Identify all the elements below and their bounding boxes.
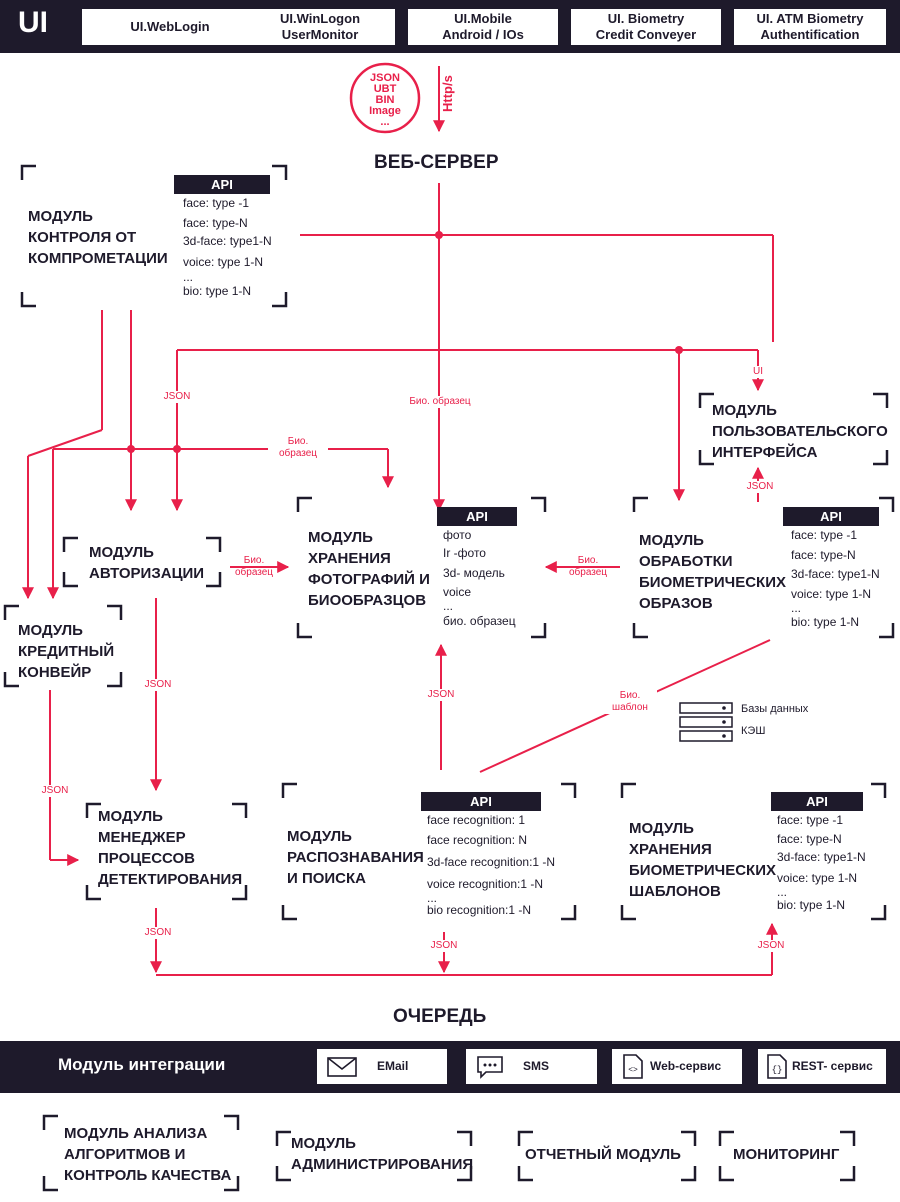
edge-label-json: JSON: [424, 940, 464, 952]
compromise-module-title: МОДУЛЬ КОНТРОЛЯ ОТ КОМПРОМЕТАЦИИ: [28, 208, 168, 267]
client-mobile: UI.Mobile Android / IOs: [408, 9, 558, 45]
quality-module-title: МОДУЛЬ АНАЛИЗА АЛГОРИТМОВ И КОНТРОЛЬ КАЧ…: [64, 1125, 232, 1184]
auth-module-title: МОДУЛЬ АВТОРИЗАЦИИ: [89, 544, 205, 582]
compromise-api-item: face: type -1: [183, 196, 250, 210]
channel-rest-service[interactable]: {} REST- сервис: [758, 1049, 886, 1084]
channel-label: Web-сервис: [650, 1059, 722, 1073]
edge-label-json: JSON: [421, 689, 461, 701]
edge-label-bio-template: Био. шаблон: [603, 690, 657, 714]
integration-title: Модуль интеграции: [58, 1055, 226, 1074]
templates-api-item: ...: [777, 885, 788, 899]
recognition-api-item: face recognition: N: [427, 833, 528, 847]
templates-api-item: 3d-face: type1-N: [777, 850, 866, 864]
client-weblogin: UI.WebLogin: [82, 9, 258, 45]
processing-api-item: face: type -1: [791, 528, 858, 542]
channel-label: REST- сервис: [792, 1059, 873, 1073]
channel-sms[interactable]: SMS: [466, 1049, 597, 1084]
channel-label: EMail: [377, 1059, 409, 1073]
web-server-title: ВЕБ-СЕРВЕР: [374, 152, 499, 173]
edge-label-json: JSON: [138, 679, 178, 691]
storage-api-item: 3d- модель: [443, 566, 505, 580]
channel-email[interactable]: EMail: [317, 1049, 447, 1084]
edge-label-json: JSON: [150, 391, 204, 403]
storage-module-title: МОДУЛЬ ХРАНЕНИЯ ФОТОГРАФИЙ И БИООБРАЗЦОВ: [308, 529, 430, 609]
integration-bar: Модуль интеграции EMail SMS <> Web-серви…: [0, 1041, 900, 1093]
transport-protocol: Http/s: [440, 75, 455, 112]
edge-label-bio-sample: Био. образец: [268, 436, 328, 460]
storage-api-item: voice: [443, 585, 472, 599]
storage-api-item: ...: [443, 599, 454, 613]
processing-api-item: ...: [791, 601, 802, 615]
client-bar: UI UI.WebLogin UI.WinLogon UserMonitor U…: [0, 0, 900, 53]
transport-formats: JSON UBT BIN Image ...: [369, 72, 401, 128]
email-icon: [327, 1057, 357, 1077]
templates-api-item: face: type-N: [777, 832, 842, 846]
edge-label-json: JSON: [138, 927, 178, 939]
manager-module-title: МОДУЛЬ МЕНЕДЖЕР ПРОЦЕССОВ ДЕТЕКТИРОВАНИЯ: [98, 808, 243, 888]
compromise-api-item: face: type-N: [183, 216, 248, 230]
channel-label: SMS: [523, 1059, 550, 1073]
processing-api-item: face: type-N: [791, 548, 856, 562]
edge-label-json: JSON: [740, 481, 780, 493]
processing-api-header: API: [783, 507, 879, 526]
compromise-api-item: 3d-face: type1-N: [183, 234, 272, 248]
edge-label-json: JSON: [751, 940, 791, 952]
edge-label-bio-sample: Био. образец: [234, 555, 274, 578]
database-icon: [679, 702, 733, 742]
recognition-api-item: face recognition: 1: [427, 813, 526, 827]
edge-label-bio-sample: Био. образец: [400, 396, 480, 408]
braces-icon: {}: [767, 1054, 787, 1079]
compromise-api-item: bio: type 1-N: [183, 284, 252, 298]
admin-module-title: МОДУЛЬ АДМИНИСТРИРОВАНИЯ: [291, 1135, 474, 1173]
svg-text:<>: <>: [628, 1066, 638, 1075]
edge-label-bio-sample: Био. образец: [568, 555, 608, 578]
ui-logo: UI: [18, 6, 48, 39]
edge-label-ui: UI: [744, 366, 772, 378]
storage-api-item: био. образец: [443, 614, 516, 628]
storage-api-item: Ir -фото: [443, 546, 486, 560]
compromise-api-item: ...: [183, 270, 194, 284]
channel-web-service[interactable]: <> Web-сервис: [612, 1049, 742, 1084]
templates-api-item: face: type -1: [777, 813, 844, 827]
recognition-api-header: API: [421, 792, 541, 811]
recognition-api-item: voice recognition:1 -N: [427, 877, 544, 891]
storage-api-item: фото: [443, 528, 472, 542]
templates-api-header: API: [771, 792, 863, 811]
svg-text:{}: {}: [772, 1065, 783, 1075]
report-module-title: ОТЧЕТНЫЙ МОДУЛЬ: [525, 1146, 681, 1163]
processing-api-item: bio: type 1-N: [791, 615, 860, 629]
compromise-api-item: voice: type 1-N: [183, 255, 264, 269]
client-atm: UI. ATM Biometry Authentification: [734, 9, 886, 45]
processing-api-item: voice: type 1-N: [791, 587, 872, 601]
legend-cache: КЭШ: [741, 725, 766, 737]
recognition-api-item: ...: [427, 891, 438, 905]
templates-module-title: МОДУЛЬ ХРАНЕНИЯ БИОМЕТРИЧЕСКИХ ШАБЛОНОВ: [629, 820, 776, 900]
templates-api-item: voice: type 1-N: [777, 871, 858, 885]
sms-icon: [477, 1056, 503, 1079]
processing-api-item: 3d-face: type1-N: [791, 567, 880, 581]
client-winlogon: UI.WinLogon UserMonitor: [245, 9, 395, 45]
credit-module-title: МОДУЛЬ КРЕДИТНЫЙ КОНВЕЙР: [18, 622, 115, 681]
processing-module-title: МОДУЛЬ ОБРАБОТКИ БИОМЕТРИЧЕСКИХ ОБРАЗОВ: [639, 532, 786, 612]
compromise-api-header: API: [174, 175, 270, 194]
legend-databases: Базы данных: [741, 703, 809, 715]
recognition-module-title: МОДУЛЬ РАСПОЗНАВАНИЯ И ПОИСКА: [287, 828, 424, 887]
queue-title: ОЧЕРЕДЬ: [393, 1006, 487, 1027]
client-credit-conveyer: UI. Biometry Credit Conveyer: [571, 9, 721, 45]
recognition-api-item: bio recognition:1 -N: [427, 903, 532, 917]
templates-api-item: bio: type 1-N: [777, 898, 846, 912]
monitoring-module-title: МОНИТОРИНГ: [733, 1146, 840, 1163]
code-icon: <>: [623, 1054, 643, 1079]
recognition-api-item: 3d-face recognition:1 -N: [427, 855, 556, 869]
ui-module-title: МОДУЛЬ ПОЛЬЗОВАТЕЛЬСКОГО ИНТЕРФЕЙСА: [712, 402, 888, 461]
edge-label-json: JSON: [35, 785, 75, 797]
storage-api-header: API: [437, 507, 517, 526]
